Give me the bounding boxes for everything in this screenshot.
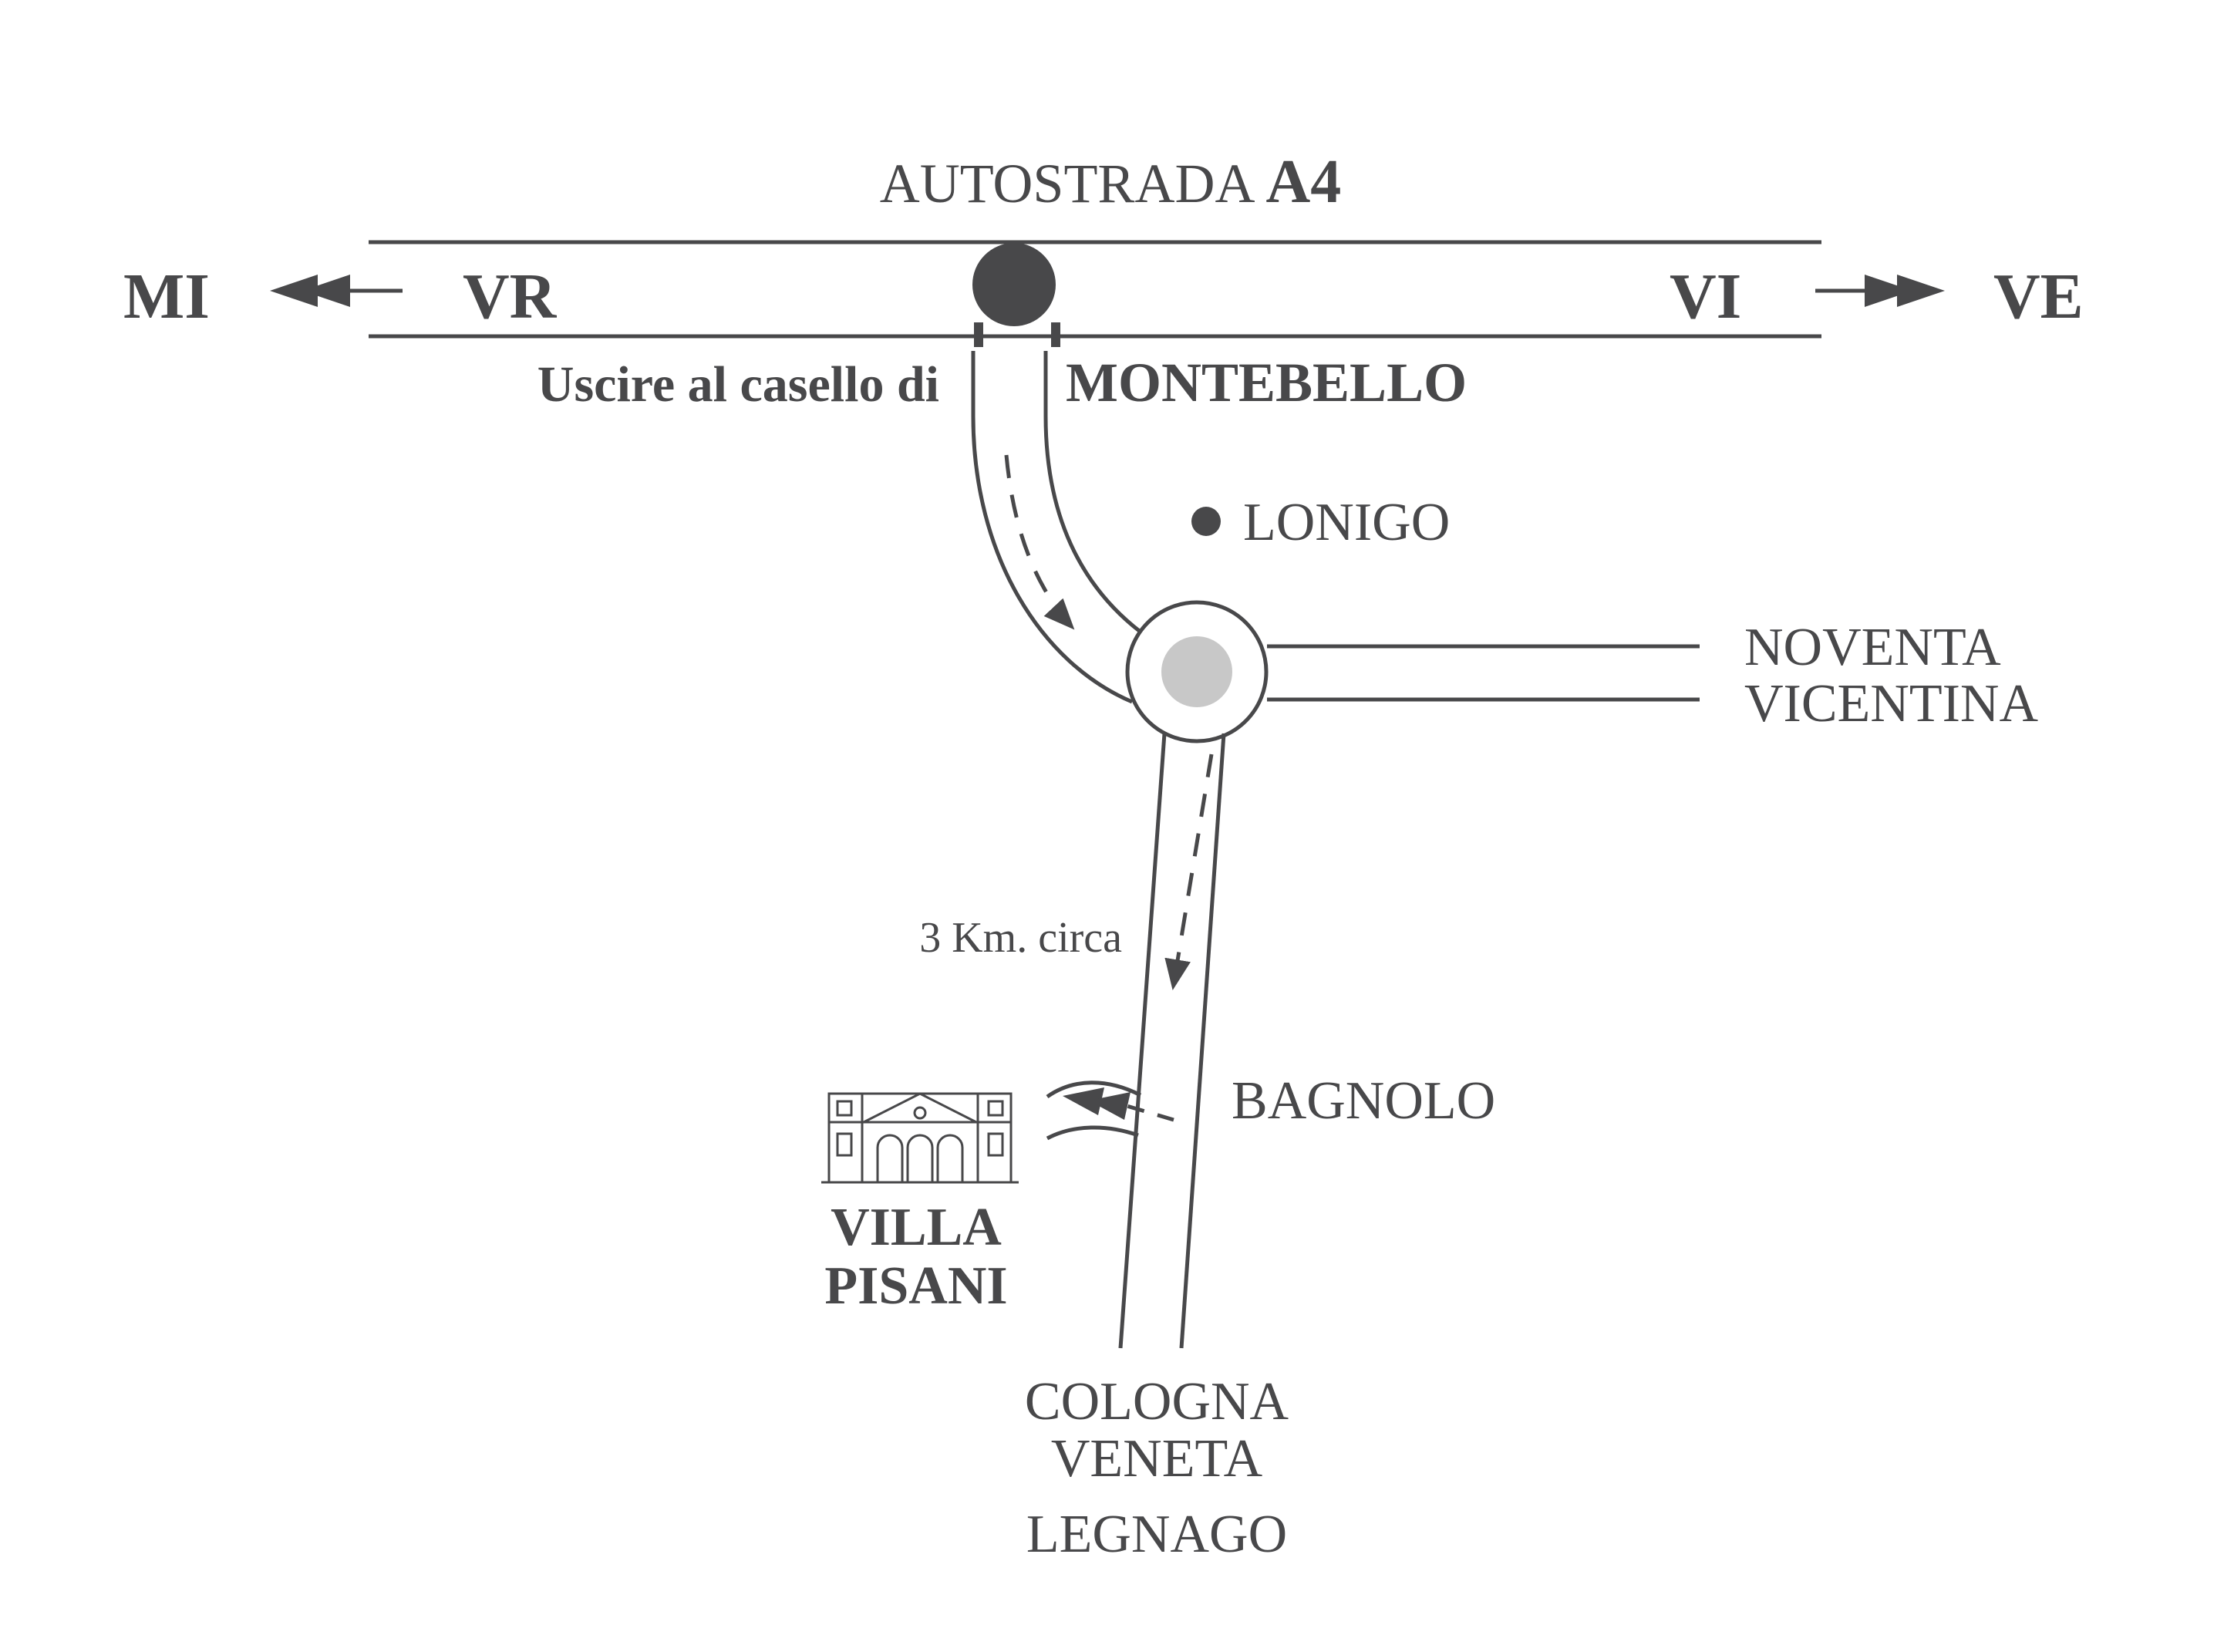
- arrow-east-icon: [1815, 275, 1945, 307]
- label-distance: 3 Km. circa: [919, 914, 1122, 962]
- exit-ramp: [971, 351, 1149, 704]
- label-vr: VR: [463, 261, 558, 332]
- label-villa: VILLA: [831, 1198, 1002, 1257]
- label-veneta: VENETA: [1051, 1429, 1263, 1488]
- label-lonigo: LONIGO: [1243, 493, 1450, 552]
- arrow-west-icon: [270, 275, 403, 307]
- label-pisani: PISANI: [824, 1256, 1007, 1316]
- road-noventa: [1267, 644, 1700, 702]
- exit-toll-dot-icon: [972, 243, 1056, 326]
- highway-title: AUTOSTRADA A4: [880, 148, 1342, 216]
- town-dot-icon: [1191, 507, 1221, 536]
- road-south: [1118, 733, 1226, 1349]
- label-bagnolo: BAGNOLO: [1232, 1071, 1495, 1131]
- exit-instruction: Uscire al casello di: [537, 356, 939, 413]
- exit-name: MONTEBELLO: [1066, 352, 1467, 413]
- label-ve: VE: [1993, 261, 2084, 332]
- label-cologna: COLOGNA: [1025, 1372, 1289, 1431]
- road-villa: [1046, 1081, 1174, 1141]
- villa-building-icon: [821, 1092, 1019, 1184]
- label-legnago: LEGNAGO: [1026, 1505, 1287, 1564]
- label-noventa: NOVENTA: [1744, 618, 2001, 677]
- roundabout-icon: [1125, 600, 1269, 743]
- label-vi: VI: [1670, 261, 1741, 332]
- label-vicentina: VICENTINA: [1744, 674, 2038, 733]
- highway-a4: [369, 240, 1821, 339]
- label-mi: MI: [123, 261, 210, 332]
- toll-gate-marks: [974, 322, 1060, 347]
